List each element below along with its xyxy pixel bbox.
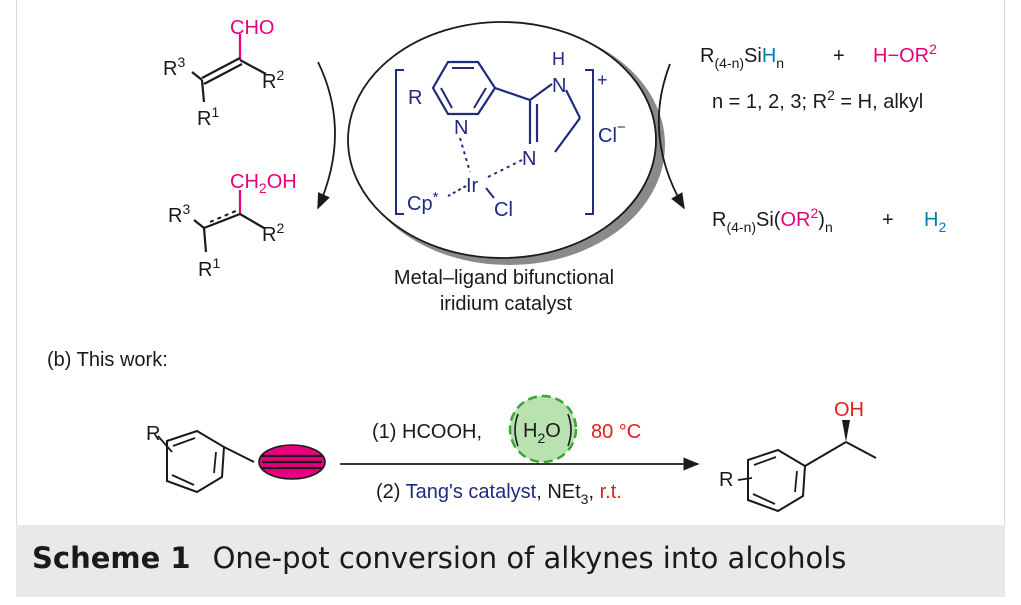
silane-r: R	[700, 45, 714, 67]
hor-text: H−OR	[873, 45, 929, 67]
svg-text:n = 1, 2, 3; R2 = H, alkyl: n = 1, 2, 3; R2 = H, alkyl	[712, 87, 923, 113]
svg-text:H2: H2	[924, 209, 946, 235]
nh-h: H	[552, 49, 565, 69]
silane-equation: R(4-n)SiHn + H−OR2 n = 1, 2, 3; R2 = H, …	[700, 41, 946, 235]
silyl-ether-r: R	[712, 209, 726, 231]
alkyne-r: R	[146, 423, 160, 445]
hydrogen-h: H	[924, 209, 938, 231]
plus-sign-1: +	[833, 45, 845, 67]
caption-text: One-pot conversion of alkynes into alcoh…	[212, 541, 847, 575]
ring-r: R	[408, 87, 422, 109]
svg-text:CH2OH: CH2OH	[230, 171, 297, 196]
cp-ligand: Cp	[407, 193, 433, 215]
left-bracket	[395, 69, 404, 215]
aldehyde-reactant: CHO R3 R2 R1	[163, 17, 284, 130]
svg-text:R1: R1	[197, 104, 219, 130]
silyl-ether-n: n	[825, 219, 833, 235]
water-h: H	[523, 420, 537, 442]
counterion-cl: Cl	[598, 125, 617, 147]
right-bracket	[585, 69, 594, 215]
nh-n: N	[552, 75, 566, 97]
aldehyde-r2-sup: 2	[276, 67, 284, 83]
step1-temperature: 80 °C	[591, 421, 641, 443]
alkyne-reactant: R	[146, 423, 326, 494]
svg-text:R3: R3	[163, 54, 185, 80]
right-curved-arrow	[657, 63, 685, 210]
aldehyde-r3: R	[163, 58, 177, 80]
svg-text:R1: R1	[198, 255, 220, 281]
reaction-scheme: CHO R3 R2 R1 CH2OH R3 R2 R1 + Cl− R N	[47, 17, 946, 513]
plus-sign-2: +	[882, 209, 894, 231]
aldehyde-r2: R	[262, 71, 276, 93]
svg-text:R(4-n)Si(OR2)n: R(4-n)Si(OR2)n	[712, 205, 833, 235]
silane-h: H	[762, 45, 776, 67]
left-curved-arrow	[317, 61, 336, 210]
ir-cl: Cl	[494, 199, 513, 221]
step2-base: , NEt	[536, 481, 581, 503]
cp-star: *	[433, 189, 439, 206]
alcohol-ch: CH	[230, 171, 259, 193]
aldehyde-cho: CHO	[230, 17, 274, 39]
hydrogen-sub: 2	[938, 219, 946, 235]
water-bubble: H2O	[508, 394, 578, 464]
step2-comma: ,	[588, 481, 594, 503]
silyl-ether-sub: (4-n)	[726, 219, 756, 235]
counterion-minus: −	[617, 119, 626, 136]
conditions-b: = H, alkyl	[835, 91, 923, 113]
charge-plus: +	[597, 70, 608, 90]
svg-text:R3: R3	[168, 201, 190, 227]
step2-catalyst: Tang's catalyst	[406, 481, 537, 503]
silyl-ether-or-sup: 2	[810, 205, 818, 221]
step2-rt: r.t.	[600, 481, 622, 503]
caption-label: Scheme 1	[32, 541, 191, 575]
alcohol-r3-sup: 3	[182, 201, 190, 217]
catalyst-structure: + Cl− R N H N N Ir Cp* Cl	[347, 21, 665, 265]
silane-si: Si	[744, 45, 762, 67]
alcohol-product: CH2OH R3 R2 R1	[168, 171, 297, 281]
svg-text:H−OR2: H−OR2	[873, 41, 937, 67]
imine-n: N	[522, 148, 536, 170]
water-o: O	[545, 420, 561, 442]
alcohol-r3: R	[168, 205, 182, 227]
conditions-a: n = 1, 2, 3; R	[712, 91, 827, 113]
alcohol-ch-sub: 2	[259, 180, 267, 196]
aldehyde-r1-sup: 1	[211, 104, 219, 120]
svg-text:H2O: H2O	[523, 420, 561, 446]
svg-text:Cp*: Cp*	[407, 189, 439, 215]
silane-sub: (4-n)	[714, 55, 744, 71]
svg-text:R2: R2	[262, 67, 284, 93]
caption-bar	[16, 525, 1005, 597]
silane-n: n	[776, 55, 784, 71]
svg-text:(2) Tang's catalyst, NEt3,: (2) Tang's catalyst, NEt3, r.t.	[376, 481, 622, 507]
step2-base-sub: 3	[581, 491, 589, 507]
hor-sup: 2	[929, 41, 937, 57]
catalyst-caption-line1: Metal–ligand bifunctional	[394, 267, 614, 289]
step2-number: (2)	[376, 481, 400, 503]
step1-reagent: (1) HCOOH,	[372, 421, 482, 443]
aldehyde-r1: R	[197, 108, 211, 130]
svg-text:R2: R2	[262, 220, 284, 246]
alcohol-r1: R	[198, 259, 212, 281]
alcohol-r2-sup: 2	[276, 220, 284, 236]
alcohol-r2: R	[262, 224, 276, 246]
alcohol-r1-sup: 1	[212, 255, 220, 271]
catalyst-caption-line2: iridium catalyst	[440, 293, 573, 315]
svg-text:Cl−: Cl−	[598, 119, 626, 147]
secondary-alcohol-product: R OH	[719, 399, 877, 513]
product-oh: OH	[834, 399, 864, 421]
silyl-ether-close: )	[818, 209, 825, 231]
alcohol-oh: OH	[267, 171, 297, 193]
silyl-ether-or: OR	[780, 209, 810, 231]
water-sub: 2	[537, 430, 545, 446]
scheme-caption: Scheme 1 One-pot conversion of alkynes in…	[32, 541, 846, 575]
part-b-label: (b) This work:	[47, 349, 168, 371]
silyl-ether-si: Si(	[756, 209, 781, 231]
product-r: R	[719, 469, 733, 491]
svg-text:R(4-n)SiHn: R(4-n)SiHn	[700, 45, 784, 71]
iridium: Ir	[466, 175, 479, 197]
pyridine-n: N	[454, 117, 468, 139]
aldehyde-r3-sup: 3	[177, 54, 185, 70]
conditions-sup: 2	[827, 87, 835, 103]
scheme-frame	[16, 0, 1005, 525]
